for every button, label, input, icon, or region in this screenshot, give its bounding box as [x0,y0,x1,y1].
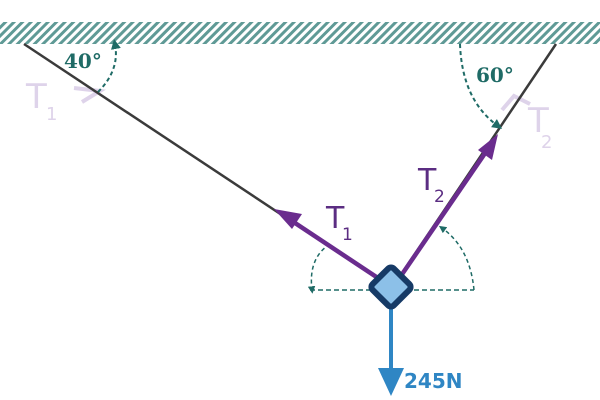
svg-text:T: T [25,77,47,117]
weight-label: 245N [404,369,463,393]
tension-arrow-t2 [392,144,492,288]
svg-text:T: T [325,201,345,236]
ghost-arrowhead-t2 [500,93,531,112]
svg-text:1: 1 [342,225,353,245]
knot-block [368,264,414,310]
ceiling-hatch [0,22,600,44]
angle-label-left: 40° [64,49,102,73]
tension-label-t1: T 1 [325,201,353,245]
tension-arrowhead-t1 [274,209,302,229]
angle-arc-right [438,225,475,291]
svg-text:2: 2 [434,187,445,207]
angle-label-right: 60° [476,63,514,87]
angle-marker-right [459,43,503,129]
svg-text:T: T [527,101,549,141]
tension-label-t2: T 2 [417,163,445,207]
tension-arrow-t1 [284,215,392,288]
svg-text:2: 2 [541,132,552,153]
svg-text:1: 1 [46,104,57,125]
weight-arrowhead [378,368,404,396]
ghost-label-t2: T 2 [500,93,552,153]
svg-text:T: T [417,163,437,198]
ghost-arrowhead-t1 [73,86,106,104]
ghost-label-t1: T 1 [25,77,106,125]
tension-arrowhead-t2 [478,134,498,160]
angle-arc-left [307,243,331,294]
